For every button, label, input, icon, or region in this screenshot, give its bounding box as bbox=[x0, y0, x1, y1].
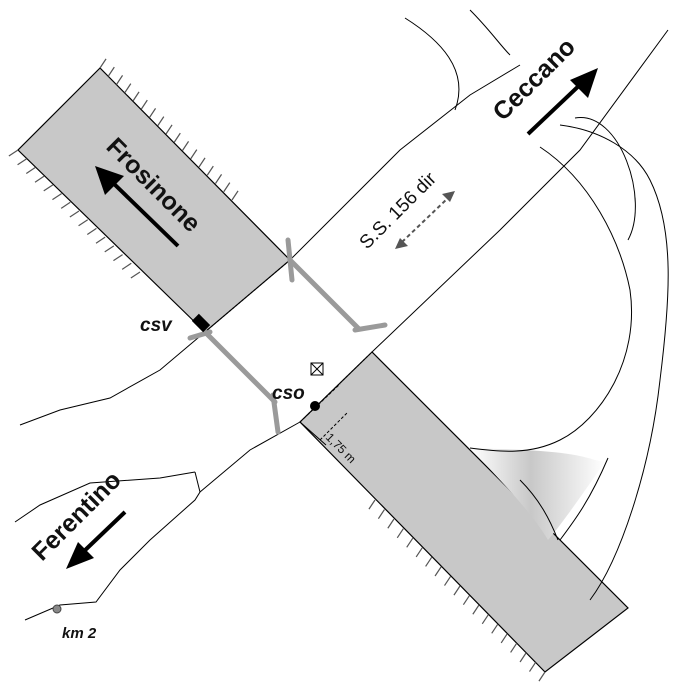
hatch-tick bbox=[34, 175, 45, 183]
arrow-frosinone-icon bbox=[95, 166, 180, 248]
hatch-tick bbox=[69, 210, 80, 218]
hatch-tick bbox=[78, 219, 89, 227]
hatch-tick bbox=[415, 547, 423, 558]
hatch-tick bbox=[132, 91, 140, 102]
hatch-tick bbox=[510, 643, 518, 653]
bridge-parapets bbox=[187, 237, 388, 435]
hatch-tick bbox=[396, 528, 404, 539]
hatch-tick bbox=[25, 166, 36, 174]
hatch-tick bbox=[130, 271, 141, 279]
hatch-tick bbox=[198, 157, 206, 168]
hatch-tick bbox=[481, 614, 489, 625]
hatch-tick bbox=[462, 595, 470, 606]
label-ceccano: Ceccano bbox=[487, 33, 580, 126]
hatch-tick bbox=[387, 518, 395, 529]
csv-sensor-icon bbox=[191, 313, 211, 333]
hatch-tick bbox=[173, 132, 181, 143]
hatch-tick bbox=[406, 537, 414, 548]
hatch-tick bbox=[140, 99, 148, 110]
hatch-tick bbox=[453, 585, 461, 596]
hatch-tick bbox=[538, 671, 546, 682]
embankment-hatch-lower bbox=[368, 499, 546, 682]
hatch-tick bbox=[491, 623, 499, 634]
camera-box-icon bbox=[310, 362, 324, 376]
arrow-ferentino-icon bbox=[66, 510, 127, 569]
arrow-ceccano-icon bbox=[526, 68, 598, 136]
distance-marker bbox=[299, 383, 349, 446]
hatch-tick bbox=[95, 236, 106, 244]
hatch-tick bbox=[181, 141, 190, 151]
hatch-tick bbox=[231, 190, 239, 201]
loop-ramp bbox=[404, 9, 669, 601]
ramp-shading bbox=[470, 448, 605, 540]
hatch-tick bbox=[434, 566, 442, 577]
hatch-tick bbox=[52, 193, 62, 201]
carriageway-lower bbox=[299, 351, 629, 673]
hatch-tick bbox=[113, 254, 123, 262]
hatch-tick bbox=[104, 245, 115, 253]
road-ss156 bbox=[14, 29, 669, 621]
hatch-tick bbox=[529, 662, 537, 672]
label-csv: csv bbox=[140, 315, 173, 336]
hatch-tick bbox=[368, 499, 376, 510]
hatch-tick bbox=[472, 604, 480, 615]
label-km: km 2 bbox=[62, 625, 97, 642]
double-arrow-icon bbox=[395, 191, 455, 249]
hatch-tick bbox=[425, 557, 433, 567]
label-cso: cso bbox=[272, 383, 305, 404]
hatch-tick bbox=[43, 184, 54, 192]
sensor-dot-icon bbox=[310, 401, 320, 411]
hatch-tick bbox=[115, 75, 124, 85]
hatch-tick bbox=[99, 58, 107, 69]
hatch-tick bbox=[107, 66, 115, 77]
embankment-hatch-left bbox=[8, 149, 141, 279]
hatch-tick bbox=[377, 509, 385, 520]
hatch-tick bbox=[8, 149, 19, 157]
km-marker-icon bbox=[52, 604, 62, 614]
hatch-tick bbox=[60, 201, 71, 209]
hatch-tick bbox=[86, 227, 97, 235]
hatch-tick bbox=[121, 262, 132, 270]
hatch-tick bbox=[500, 633, 508, 644]
hatch-tick bbox=[157, 116, 165, 127]
hatch-tick bbox=[124, 83, 132, 94]
embankment-hatch-upper bbox=[99, 58, 239, 201]
hatch-tick bbox=[519, 652, 527, 663]
hatch-tick bbox=[148, 108, 157, 118]
hatch-tick bbox=[223, 182, 231, 193]
hatch-tick bbox=[165, 124, 173, 135]
hatch-tick bbox=[17, 158, 28, 166]
hatch-tick bbox=[206, 165, 214, 176]
hatch-tick bbox=[214, 174, 223, 184]
hatch-tick bbox=[190, 149, 198, 160]
hatch-tick bbox=[444, 576, 452, 586]
